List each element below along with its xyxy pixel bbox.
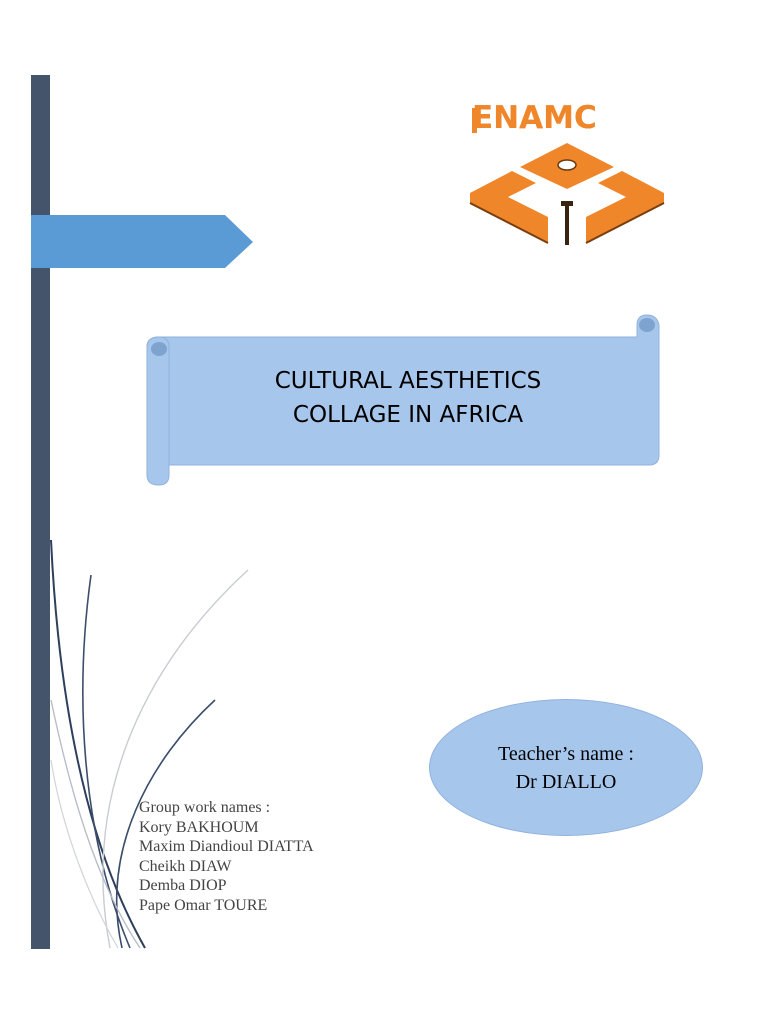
document-title: CULTURAL AESTHETICS COLLAGE IN AFRICA xyxy=(170,364,646,432)
logo-bar xyxy=(472,108,477,133)
group-members-list: Group work names : Kory BAKHOUM Maxim Di… xyxy=(139,798,314,915)
title-line-1: CULTURAL AESTHETICS xyxy=(274,368,542,394)
title-line-2: COLLAGE IN AFRICA xyxy=(292,402,524,428)
title-scroll-banner xyxy=(146,314,660,486)
teacher-name: Dr DIALLO xyxy=(515,771,617,793)
group-member: Kory BAKHOUM xyxy=(139,818,259,836)
arrow-tab xyxy=(31,215,253,268)
logo-emblem-icon xyxy=(469,143,665,245)
teacher-info: Teacher’s name : Dr DIALLO xyxy=(429,740,703,796)
side-bar xyxy=(31,75,50,949)
group-heading: Group work names : xyxy=(139,799,271,816)
group-member: Cheikh DIAW xyxy=(139,857,232,875)
group-member: Maxim Diandioul DIATTA xyxy=(139,838,314,855)
group-member: Demba DIOP xyxy=(139,877,227,894)
decorative-swoosh xyxy=(50,539,249,949)
group-member: Pape Omar TOURE xyxy=(139,896,268,914)
logo-text: ENAMC xyxy=(472,100,597,136)
teacher-ellipse xyxy=(429,699,703,836)
teacher-label: Teacher’s name : xyxy=(498,743,634,765)
enamc-logo: ENAMC xyxy=(462,98,672,253)
